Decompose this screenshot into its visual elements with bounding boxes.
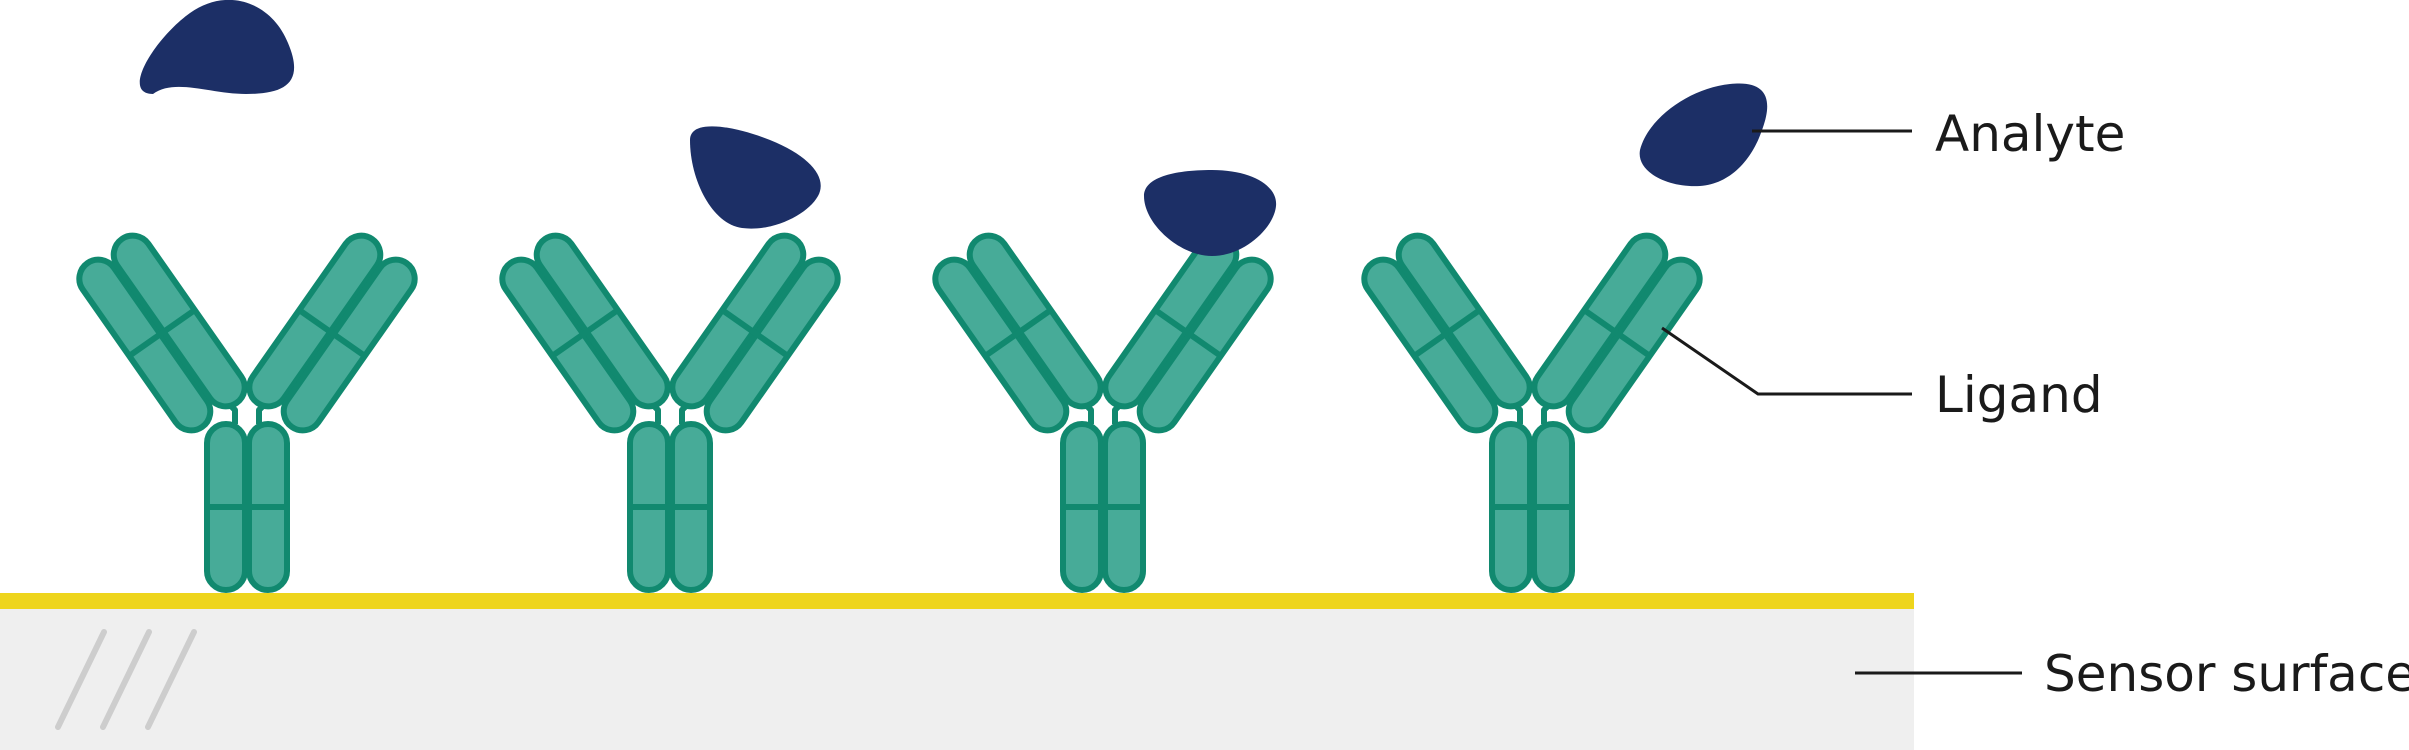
antibody-icon (495, 228, 845, 590)
analyte-label: Analyte (1935, 105, 2125, 163)
antibody-icon (1357, 228, 1707, 590)
analyte-blob-icon (1144, 170, 1277, 256)
sensor-surface-label: Sensor surface (2044, 645, 2409, 703)
ligand-antibodies (72, 228, 1707, 590)
analyte-blob-icon (1639, 83, 1768, 187)
ligand-label: Ligand (1935, 366, 2103, 424)
gold-layer (0, 593, 1914, 609)
sensor-block (0, 601, 1914, 750)
antibody-icon (928, 228, 1278, 590)
ligand-leader (1661, 326, 1912, 396)
leader-lines (1661, 129, 2022, 675)
analyte-blob-icon (690, 126, 821, 229)
analyte-blob-icon (139, 0, 295, 94)
analytes (139, 0, 1768, 256)
hatch-marks (55, 629, 197, 730)
antibody-icon (72, 228, 422, 590)
